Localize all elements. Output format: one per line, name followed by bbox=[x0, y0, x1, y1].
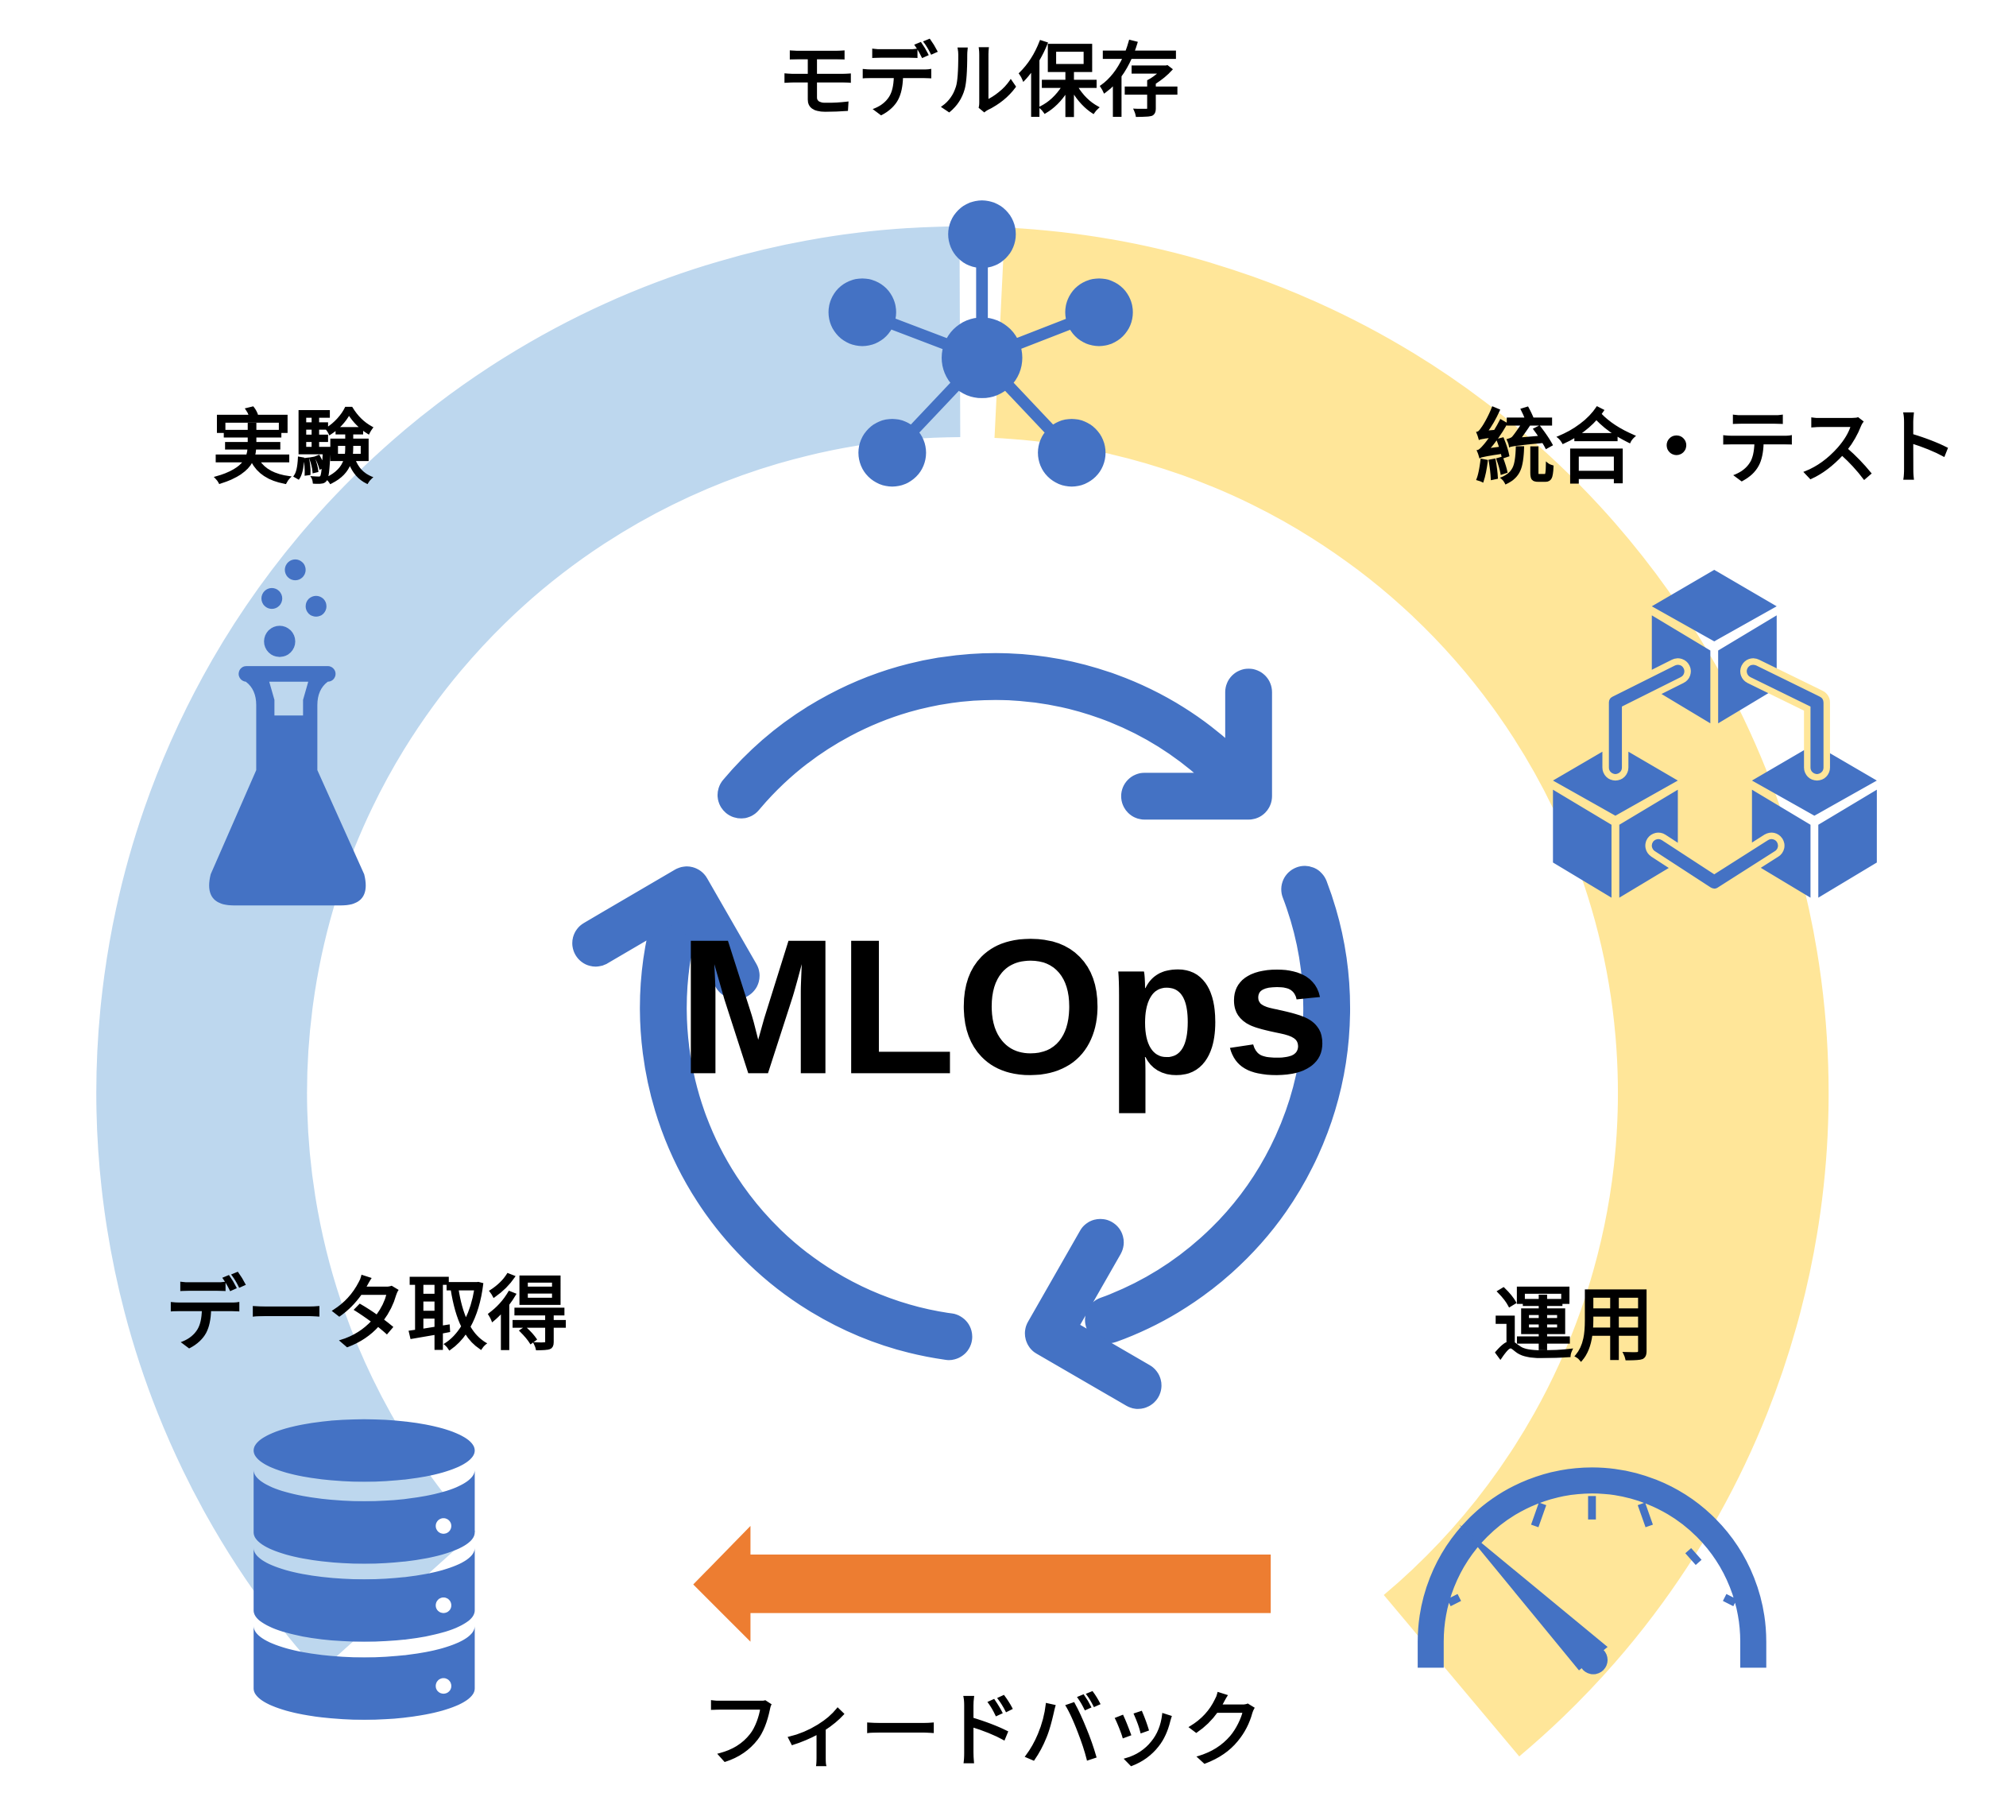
cycle-arrows-icon bbox=[572, 652, 1351, 1409]
label-feedback: フィードバック bbox=[701, 1684, 1263, 1778]
cycle-arc-left bbox=[640, 893, 973, 1361]
arrowhead-left bbox=[572, 866, 760, 1000]
arrowhead-top bbox=[1120, 668, 1272, 820]
flask-icon bbox=[209, 559, 366, 906]
arrowhead-right bbox=[1024, 1218, 1162, 1409]
label-model-storage: モデル保存 bbox=[776, 35, 1179, 129]
network-icon bbox=[828, 200, 1133, 487]
label-experiment: 実験 bbox=[212, 401, 373, 495]
label-integration-test: 統合・テスト bbox=[1475, 401, 1959, 495]
label-data-acquisition: データ取得 bbox=[165, 1268, 568, 1361]
feedback-arrow-icon bbox=[693, 1526, 1271, 1642]
gauge-icon bbox=[1418, 1467, 1766, 1675]
cycle-arc-top bbox=[718, 652, 1240, 819]
database-icon bbox=[253, 1419, 475, 1720]
blocks-icon bbox=[1553, 569, 1877, 898]
cycle-arc-right bbox=[1085, 865, 1351, 1344]
label-operation: 運用 bbox=[1493, 1278, 1654, 1372]
title-mlops: MLOps bbox=[678, 900, 1330, 1114]
